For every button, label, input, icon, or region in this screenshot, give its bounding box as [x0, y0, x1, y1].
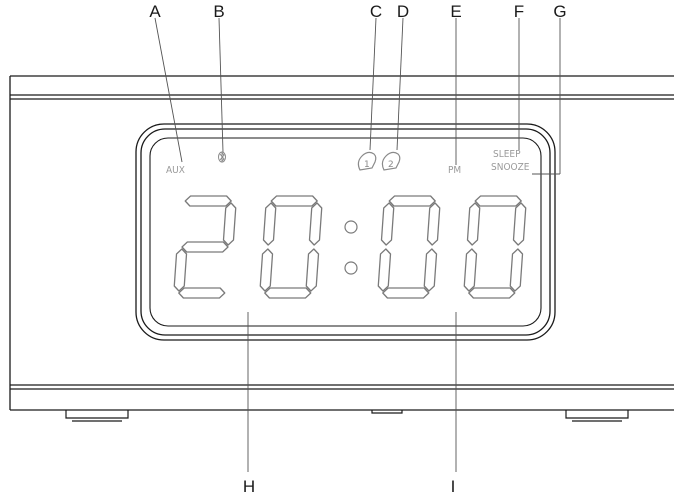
leader-lines [154, 17, 561, 472]
digit-2-segment-a [270, 195, 318, 207]
digit-3-segment-a [388, 195, 436, 207]
digit-3-segment-e [377, 248, 392, 292]
callout-b: B [213, 2, 225, 21]
digit-3-segment-b [426, 202, 441, 246]
digit-4-segment-e [463, 248, 478, 292]
digit-1-segment-d [178, 287, 226, 299]
digit-4-segment-b [512, 202, 527, 246]
callout-i: I [450, 477, 456, 496]
digit-2 [259, 195, 323, 299]
digit-1-segment-b [222, 202, 237, 246]
digit-1 [173, 195, 237, 299]
sleep-indicator: SLEEP [493, 149, 521, 160]
digit-2-segment-b [308, 202, 323, 246]
callout-f: F [513, 2, 525, 21]
bluetooth-icon [218, 151, 226, 163]
digit-2-segment-f [262, 202, 277, 246]
digit-1-segment-e [173, 248, 188, 292]
digit-1-segment-g [181, 241, 229, 253]
digit-4-segment-d [468, 287, 516, 299]
snooze-indicator: SNOOZE [491, 162, 530, 173]
alarm-1-icon: 1 [357, 151, 377, 171]
device-feet [65, 410, 629, 422]
digit-3-segment-d [382, 287, 430, 299]
digit-2-segment-c [305, 248, 320, 292]
callout-a: A [149, 2, 161, 21]
svg-text:1: 1 [364, 160, 370, 170]
digit-4-segment-f [466, 202, 481, 246]
digit-3-segment-c [423, 248, 438, 292]
digit-4-segment-a [474, 195, 522, 207]
aux-indicator: AUX [166, 165, 185, 176]
svg-text:2: 2 [388, 160, 394, 170]
colon [344, 220, 358, 275]
digit-3 [377, 195, 441, 299]
digit-1-segment-a [184, 195, 232, 207]
callout-e: E [450, 2, 462, 21]
digit-4 [463, 195, 527, 299]
digit-2-segment-d [264, 287, 312, 299]
digit-group [173, 195, 527, 299]
device-body [9, 75, 674, 411]
callout-c: C [369, 2, 383, 21]
display-window [135, 123, 556, 341]
digit-2-segment-e [259, 248, 274, 292]
callout-d: D [396, 2, 410, 21]
digit-4-segment-c [509, 248, 524, 292]
pm-indicator: PM [448, 165, 462, 176]
digit-3-segment-f [380, 202, 395, 246]
alarm-2-icon: 2 [381, 151, 401, 171]
callout-g: G [553, 2, 567, 21]
callout-h: H [242, 477, 256, 496]
